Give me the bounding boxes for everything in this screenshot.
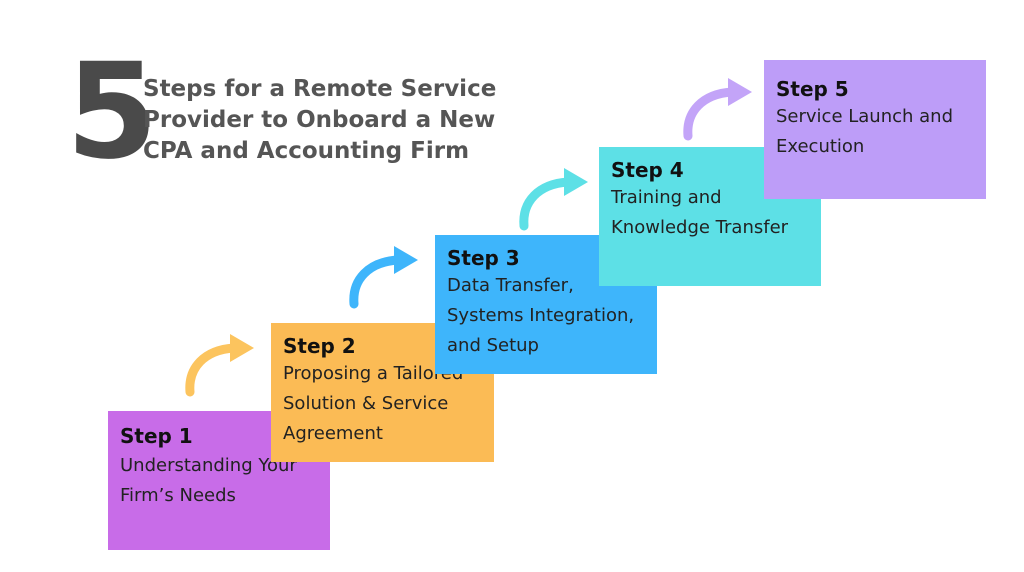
curved-arrow-icon: [185, 334, 254, 397]
page-title: Steps for a Remote Service Provider to O…: [143, 76, 497, 164]
arrow-head: [394, 246, 418, 274]
step-card-2: Step 2 Proposing a Tailored Solution & S…: [271, 323, 494, 462]
curved-arrow-icon: [519, 168, 588, 231]
arrow-stroke: [519, 177, 573, 231]
arrow-stroke: [185, 343, 239, 397]
step-description: Understanding Your Firm’s Needs: [120, 455, 297, 506]
arrow-head: [230, 334, 254, 362]
curved-arrow-icon: [349, 246, 418, 309]
step-label: Step 3: [447, 246, 520, 270]
step-card-5: Step 5 Service Launch and Execution: [764, 60, 986, 199]
step-description: Training and Knowledge Transfer: [611, 187, 789, 238]
step-label: Step 2: [283, 334, 356, 358]
step-description: Data Transfer, Systems Integration, and …: [447, 275, 635, 356]
step-label: Step 1: [120, 424, 193, 448]
step-count-number: 5: [66, 35, 158, 189]
step-description: Service Launch and Execution: [776, 106, 954, 157]
arrow-stroke: [683, 87, 737, 141]
curved-arrow-icon: [683, 78, 752, 141]
step-label: Step 4: [611, 158, 684, 182]
arrow-head: [728, 78, 752, 106]
arrow-head: [564, 168, 588, 196]
step-label: Step 5: [776, 77, 849, 101]
step-description: Proposing a Tailored Solution & Service …: [283, 363, 464, 444]
arrow-stroke: [349, 255, 403, 309]
